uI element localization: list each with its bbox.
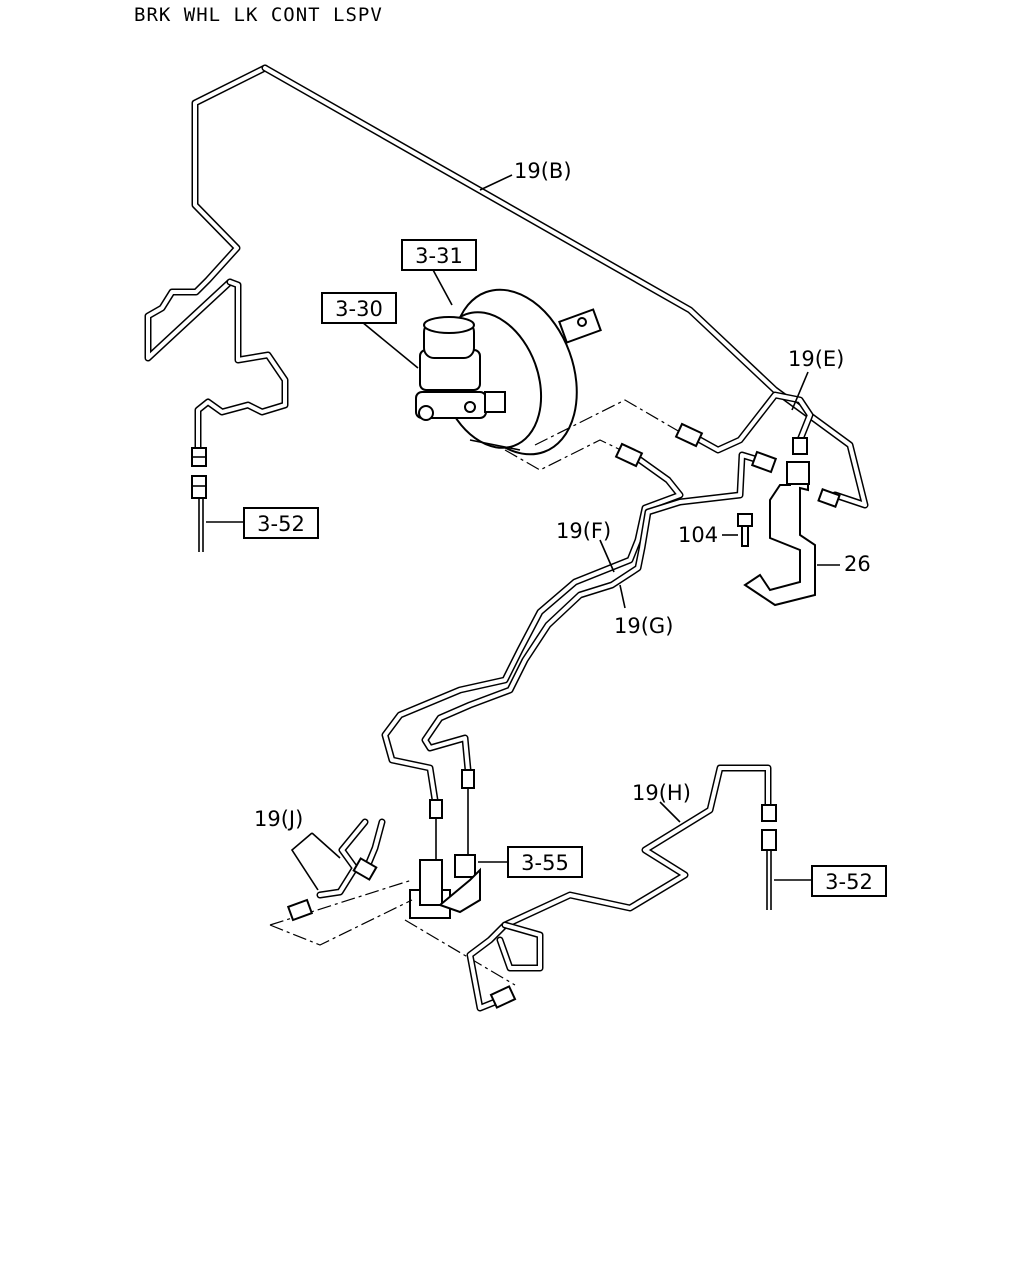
pipe-left-descent[interactable] bbox=[194, 278, 289, 452]
leader-19h bbox=[659, 801, 681, 823]
ref-box-3-52-left[interactable]: 3-52 bbox=[243, 507, 319, 539]
leader-19f bbox=[599, 539, 615, 573]
callout-19h: 19(H) bbox=[632, 781, 691, 805]
fitting-right-upper bbox=[761, 804, 777, 822]
diagram-title: BRK WHL LK CONT LSPV bbox=[134, 4, 383, 26]
route-dash-1 bbox=[534, 399, 681, 446]
ref-box-3-55[interactable]: 3-55 bbox=[507, 846, 583, 878]
pipe-19j[interactable] bbox=[316, 818, 386, 899]
ref-3-31-text: 3-31 bbox=[415, 244, 463, 268]
ref-3-52-left-text: 3-52 bbox=[257, 512, 305, 536]
pipe-19e[interactable] bbox=[696, 391, 814, 454]
fitting-19f-top bbox=[614, 442, 644, 468]
leader-19b bbox=[479, 174, 513, 191]
callout-19f: 19(F) bbox=[556, 519, 611, 543]
pipe-19h[interactable] bbox=[466, 764, 772, 1012]
leader-19j bbox=[290, 832, 341, 891]
fitting-19e-left bbox=[674, 422, 704, 448]
fitting-19h-bottom bbox=[489, 985, 517, 1009]
callout-19e: 19(E) bbox=[788, 347, 844, 371]
pipe-19f[interactable] bbox=[381, 456, 684, 804]
fitting-lspv-left bbox=[429, 799, 443, 819]
callout-26: 26 bbox=[844, 552, 871, 576]
route-dash-4 bbox=[269, 899, 413, 946]
ref-box-3-30[interactable]: 3-30 bbox=[321, 292, 397, 324]
ref-box-3-52-right[interactable]: 3-52 bbox=[811, 865, 887, 897]
route-dash-2 bbox=[504, 439, 626, 471]
fitting-left-lower bbox=[191, 475, 207, 499]
ref-3-30-text: 3-30 bbox=[335, 297, 383, 321]
ref-3-55-text: 3-55 bbox=[521, 851, 569, 875]
fitting-19e-right bbox=[792, 437, 808, 455]
booster-pushrod bbox=[558, 308, 602, 344]
fitting-right-lower bbox=[761, 829, 777, 851]
fitting-19j-left bbox=[286, 898, 314, 922]
lspv-valve[interactable] bbox=[409, 854, 481, 919]
route-dash-5 bbox=[404, 919, 516, 986]
fitting-left-upper bbox=[191, 447, 207, 467]
fitting-bracket-right bbox=[817, 488, 841, 508]
callout-104: 104 bbox=[678, 523, 718, 547]
ref-3-52-right-text: 3-52 bbox=[825, 870, 873, 894]
leader-19g bbox=[619, 584, 626, 609]
leader-3-31 bbox=[431, 267, 453, 306]
callout-19g: 19(G) bbox=[614, 614, 673, 638]
fitting-19g-top bbox=[750, 450, 778, 474]
callout-19j: 19(J) bbox=[254, 807, 303, 831]
leader-19e bbox=[791, 371, 809, 411]
callout-19b: 19(B) bbox=[514, 159, 572, 183]
fitting-lspv-right bbox=[461, 769, 475, 789]
pipe-19g[interactable] bbox=[421, 451, 769, 774]
fitting-19j-right bbox=[352, 857, 378, 881]
ref-box-3-31[interactable]: 3-31 bbox=[401, 239, 477, 271]
master-cylinder[interactable] bbox=[415, 316, 506, 421]
leader-3-30 bbox=[361, 321, 419, 369]
bolt-104[interactable] bbox=[737, 513, 753, 547]
bracket-26[interactable] bbox=[743, 461, 816, 607]
